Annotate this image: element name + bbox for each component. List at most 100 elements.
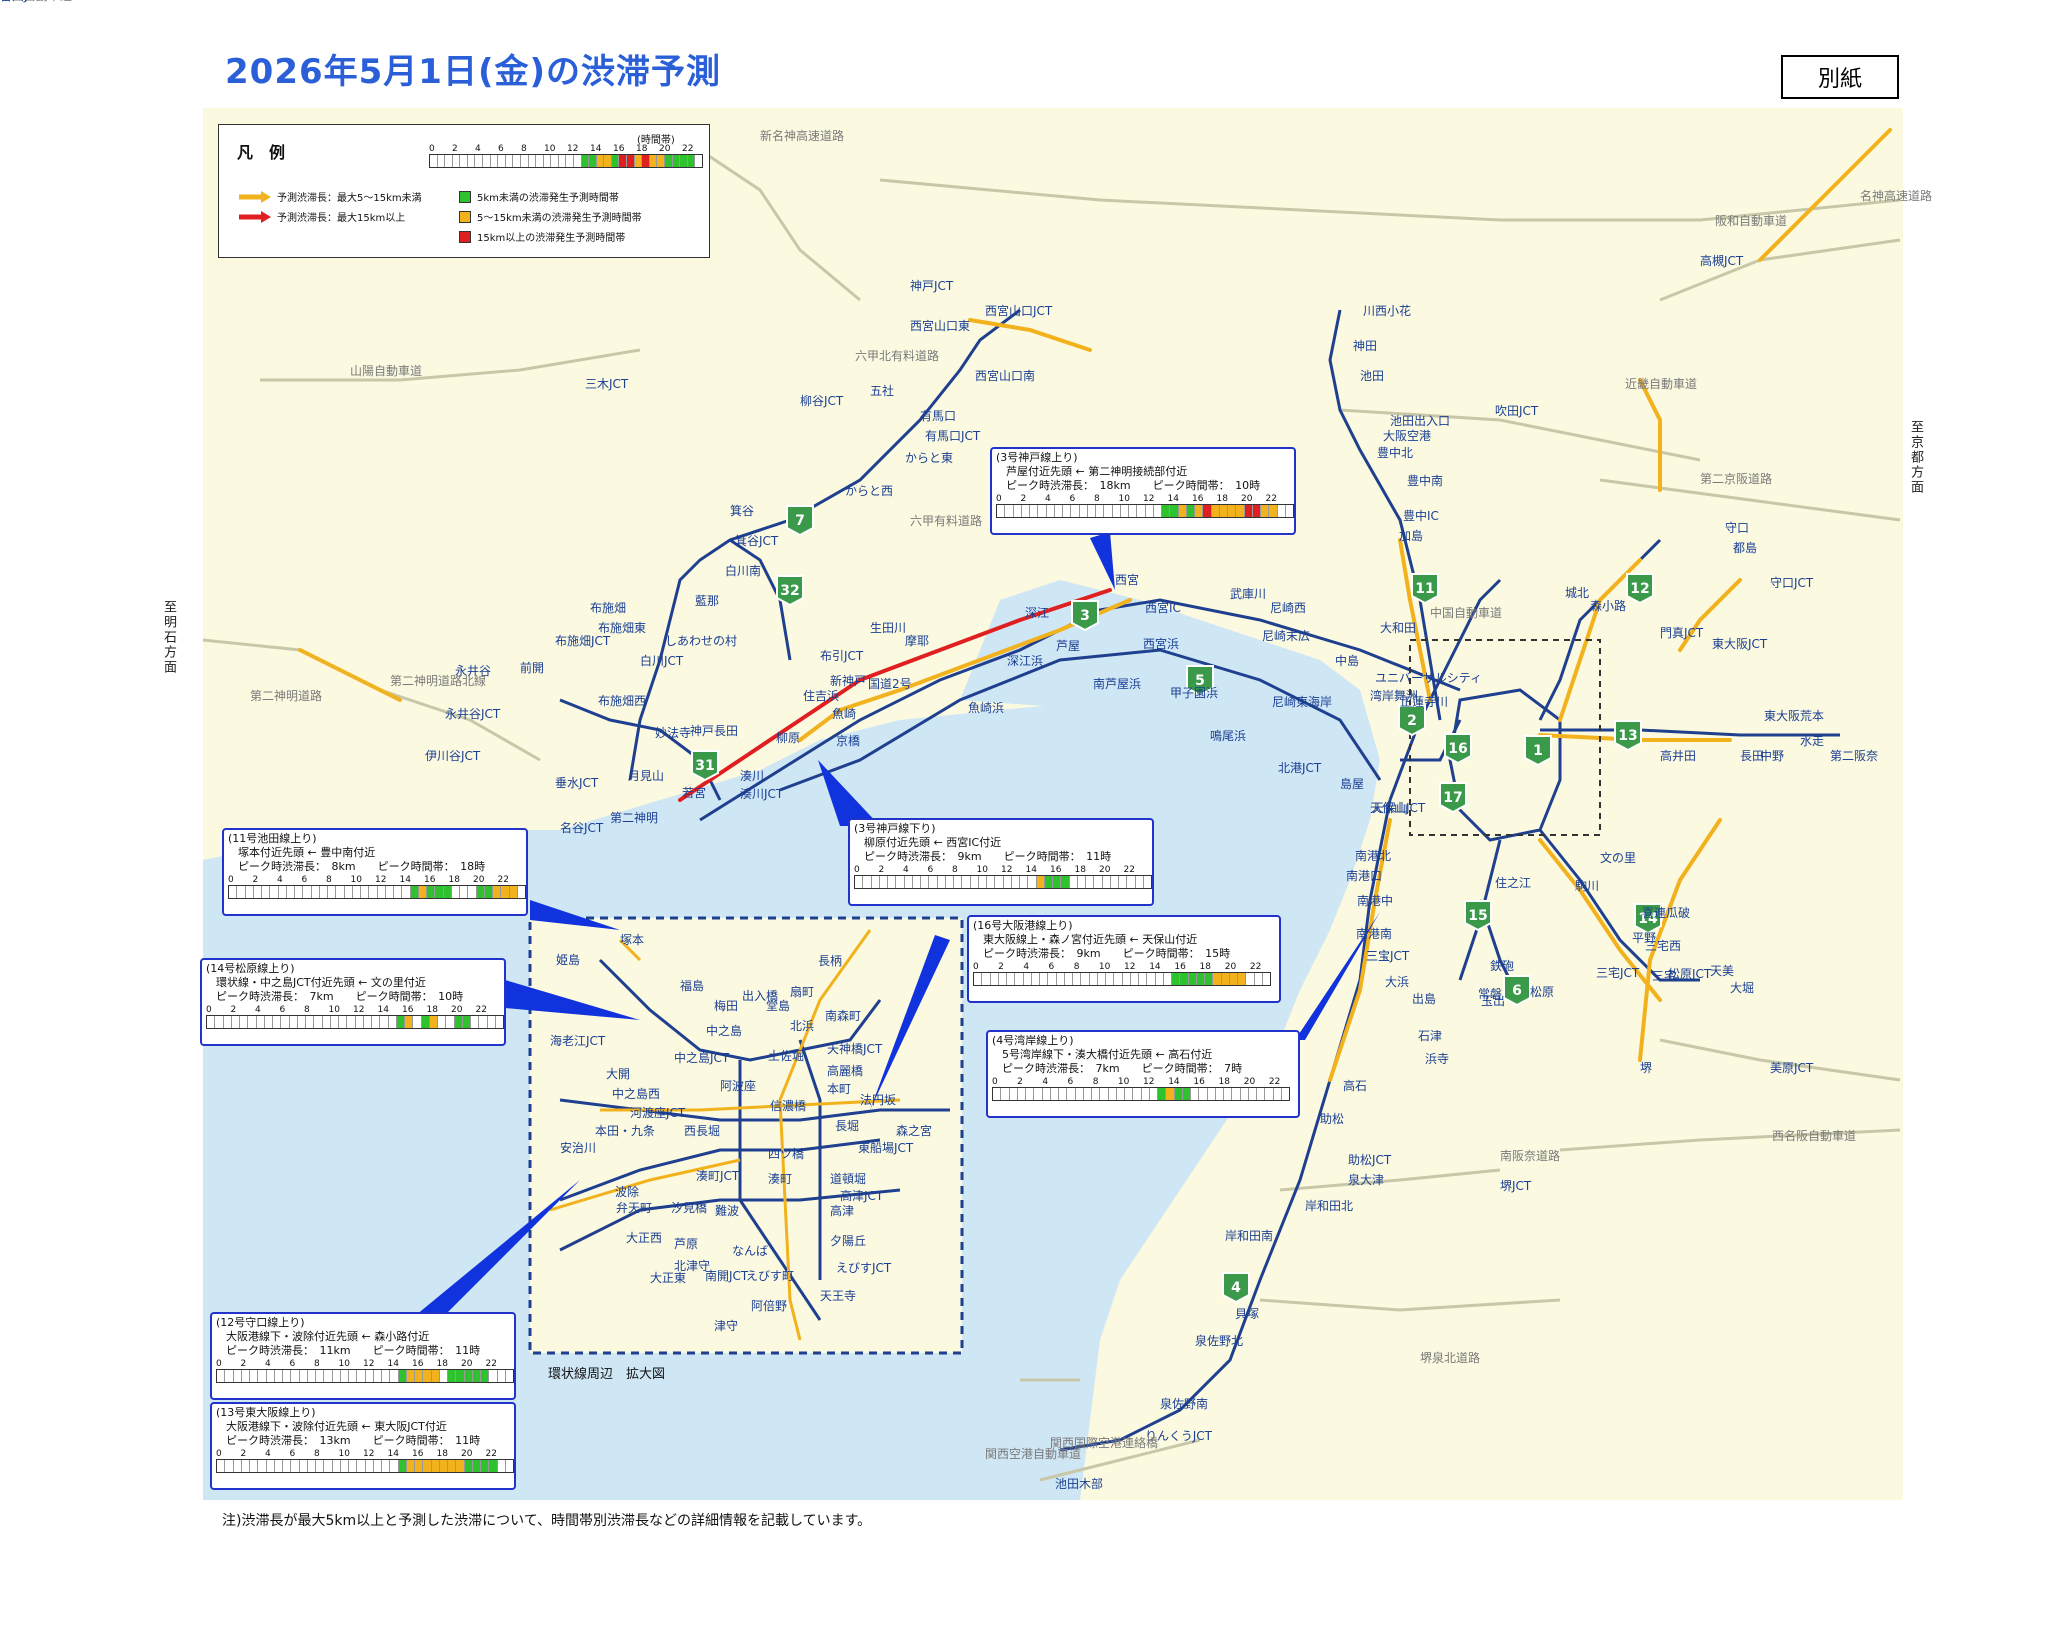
route-32 — [729, 538, 792, 661]
hour-label: 14 — [1149, 962, 1161, 972]
inset-place-label: 森之宮 — [896, 1123, 932, 1138]
time-cell — [687, 155, 696, 167]
place-label: 守口 — [1725, 521, 1749, 535]
place-label: 浜寺 — [1425, 1052, 1449, 1066]
time-cell — [1265, 1088, 1274, 1100]
time-cell — [427, 886, 436, 898]
time-cell — [1141, 1088, 1150, 1100]
hour-label: 20 — [473, 875, 485, 885]
inset-place-label: 出入橋 — [742, 989, 778, 1003]
hour-label: 18 — [436, 1449, 448, 1459]
callout-matsubara14-up: (14号松原線上り)環状線・中之島JCT付近先頭 ← 文の里付近ピーク時渋滞長：… — [200, 958, 506, 1046]
inset-place-label: 阿倍野 — [751, 1298, 787, 1313]
time-cell — [1061, 876, 1070, 888]
time-cell — [1071, 505, 1080, 517]
time-cell — [487, 1016, 496, 1028]
place-label: 堺JCT — [1500, 1179, 1532, 1193]
hour-label: 16 — [1174, 962, 1186, 972]
place-label: 大阪空港 — [1383, 429, 1431, 443]
place-label: 南港中 — [1357, 893, 1393, 908]
time-cell — [573, 155, 582, 167]
time-cell — [274, 1370, 283, 1382]
svg-text:11: 11 — [1415, 581, 1434, 597]
time-cell — [1149, 1088, 1158, 1100]
time-cell — [291, 1370, 300, 1382]
place-label: 箕谷 — [730, 504, 754, 518]
inset-place-label: 阿波座 — [720, 1078, 756, 1093]
time-cell — [1077, 876, 1086, 888]
inset-place-label: 道頓堀 — [830, 1171, 866, 1186]
time-cell — [410, 886, 419, 898]
hour-label: 10 — [1117, 1077, 1130, 1087]
time-cell — [888, 876, 897, 888]
time-cell — [1145, 505, 1154, 517]
time-cell — [361, 886, 370, 898]
time-cell — [332, 1460, 341, 1472]
time-cell — [423, 1370, 432, 1382]
time-cell — [398, 1460, 407, 1472]
hour-label: 18 — [636, 144, 648, 154]
place-label: 妙法寺 — [655, 726, 691, 740]
time-cell — [439, 1370, 448, 1382]
time-cell — [1215, 1088, 1224, 1100]
time-cell — [998, 973, 1007, 985]
time-cell — [490, 155, 499, 167]
hour-label: 4 — [475, 144, 481, 154]
place-label: 池田 — [1360, 369, 1384, 383]
place-label: 西宮山口南 — [975, 368, 1035, 383]
time-cell — [1207, 1088, 1216, 1100]
time-cell — [1224, 1088, 1233, 1100]
hour-label: 10 — [350, 875, 362, 885]
time-cell — [1180, 973, 1189, 985]
hour-label: 6 — [1067, 1077, 1074, 1087]
inset-place-label: 大正西 — [626, 1231, 662, 1245]
time-cell — [611, 155, 620, 167]
inset-place-label: 中之島JCT — [674, 1050, 730, 1065]
hour-label: 20 — [1099, 865, 1111, 875]
hour-label: 10 — [338, 1449, 350, 1459]
hour-label: 16 — [412, 1449, 424, 1459]
place-label: 常磐 — [1478, 987, 1502, 1001]
place-label: 関西空港自動車道 — [985, 1447, 1081, 1461]
callout-kobe3-down: (3号神戸線下り)柳原付近先頭 ← 西宮IC付近ピーク時渋滞長： 9km ピーク… — [848, 818, 1154, 906]
time-cell — [229, 886, 238, 898]
hour-label: 14 — [387, 1449, 399, 1459]
route-shield-7: 7 — [786, 505, 814, 537]
place-label: 新名神高速道路 — [760, 128, 844, 143]
place-label: 月見山 — [628, 769, 664, 783]
place-label: 白川JCT — [640, 653, 684, 668]
time-cell — [388, 1016, 397, 1028]
time-cell — [241, 1460, 250, 1472]
time-cell — [1087, 505, 1096, 517]
time-cell — [1186, 505, 1195, 517]
time-cell — [589, 155, 597, 167]
time-cell — [306, 1016, 315, 1028]
time-cell — [1073, 973, 1082, 985]
time-cell — [472, 1370, 481, 1382]
time-cell — [423, 1460, 432, 1472]
hour-label: 8 — [326, 875, 332, 885]
place-label: 南芦屋浜 — [1093, 676, 1141, 691]
place-label: 松原JCT — [1668, 967, 1712, 981]
inset-place-label: 本町 — [827, 1082, 851, 1096]
time-cell — [248, 1016, 257, 1028]
inset-place-label: 信濃橋 — [770, 1099, 806, 1113]
ring-inset-box — [528, 916, 964, 1355]
time-cell — [456, 1370, 465, 1382]
route-11 — [1328, 309, 1442, 721]
attachment-badge: 別紙 — [1781, 55, 1899, 99]
time-cell — [543, 155, 552, 167]
time-cell — [289, 1016, 298, 1028]
matsubara14-up-orange-arrow — [1538, 838, 1662, 1002]
place-label: 池田出入口 — [1390, 414, 1450, 428]
place-label: 六甲北有料道路 — [855, 348, 939, 363]
time-cell — [1162, 505, 1171, 517]
time-cell — [460, 886, 469, 898]
place-label: 南阪奈道路 — [1500, 1148, 1560, 1163]
time-cell — [1026, 1088, 1035, 1100]
outer-orange-5 — [1638, 818, 1722, 1062]
time-cell — [1248, 1088, 1257, 1100]
